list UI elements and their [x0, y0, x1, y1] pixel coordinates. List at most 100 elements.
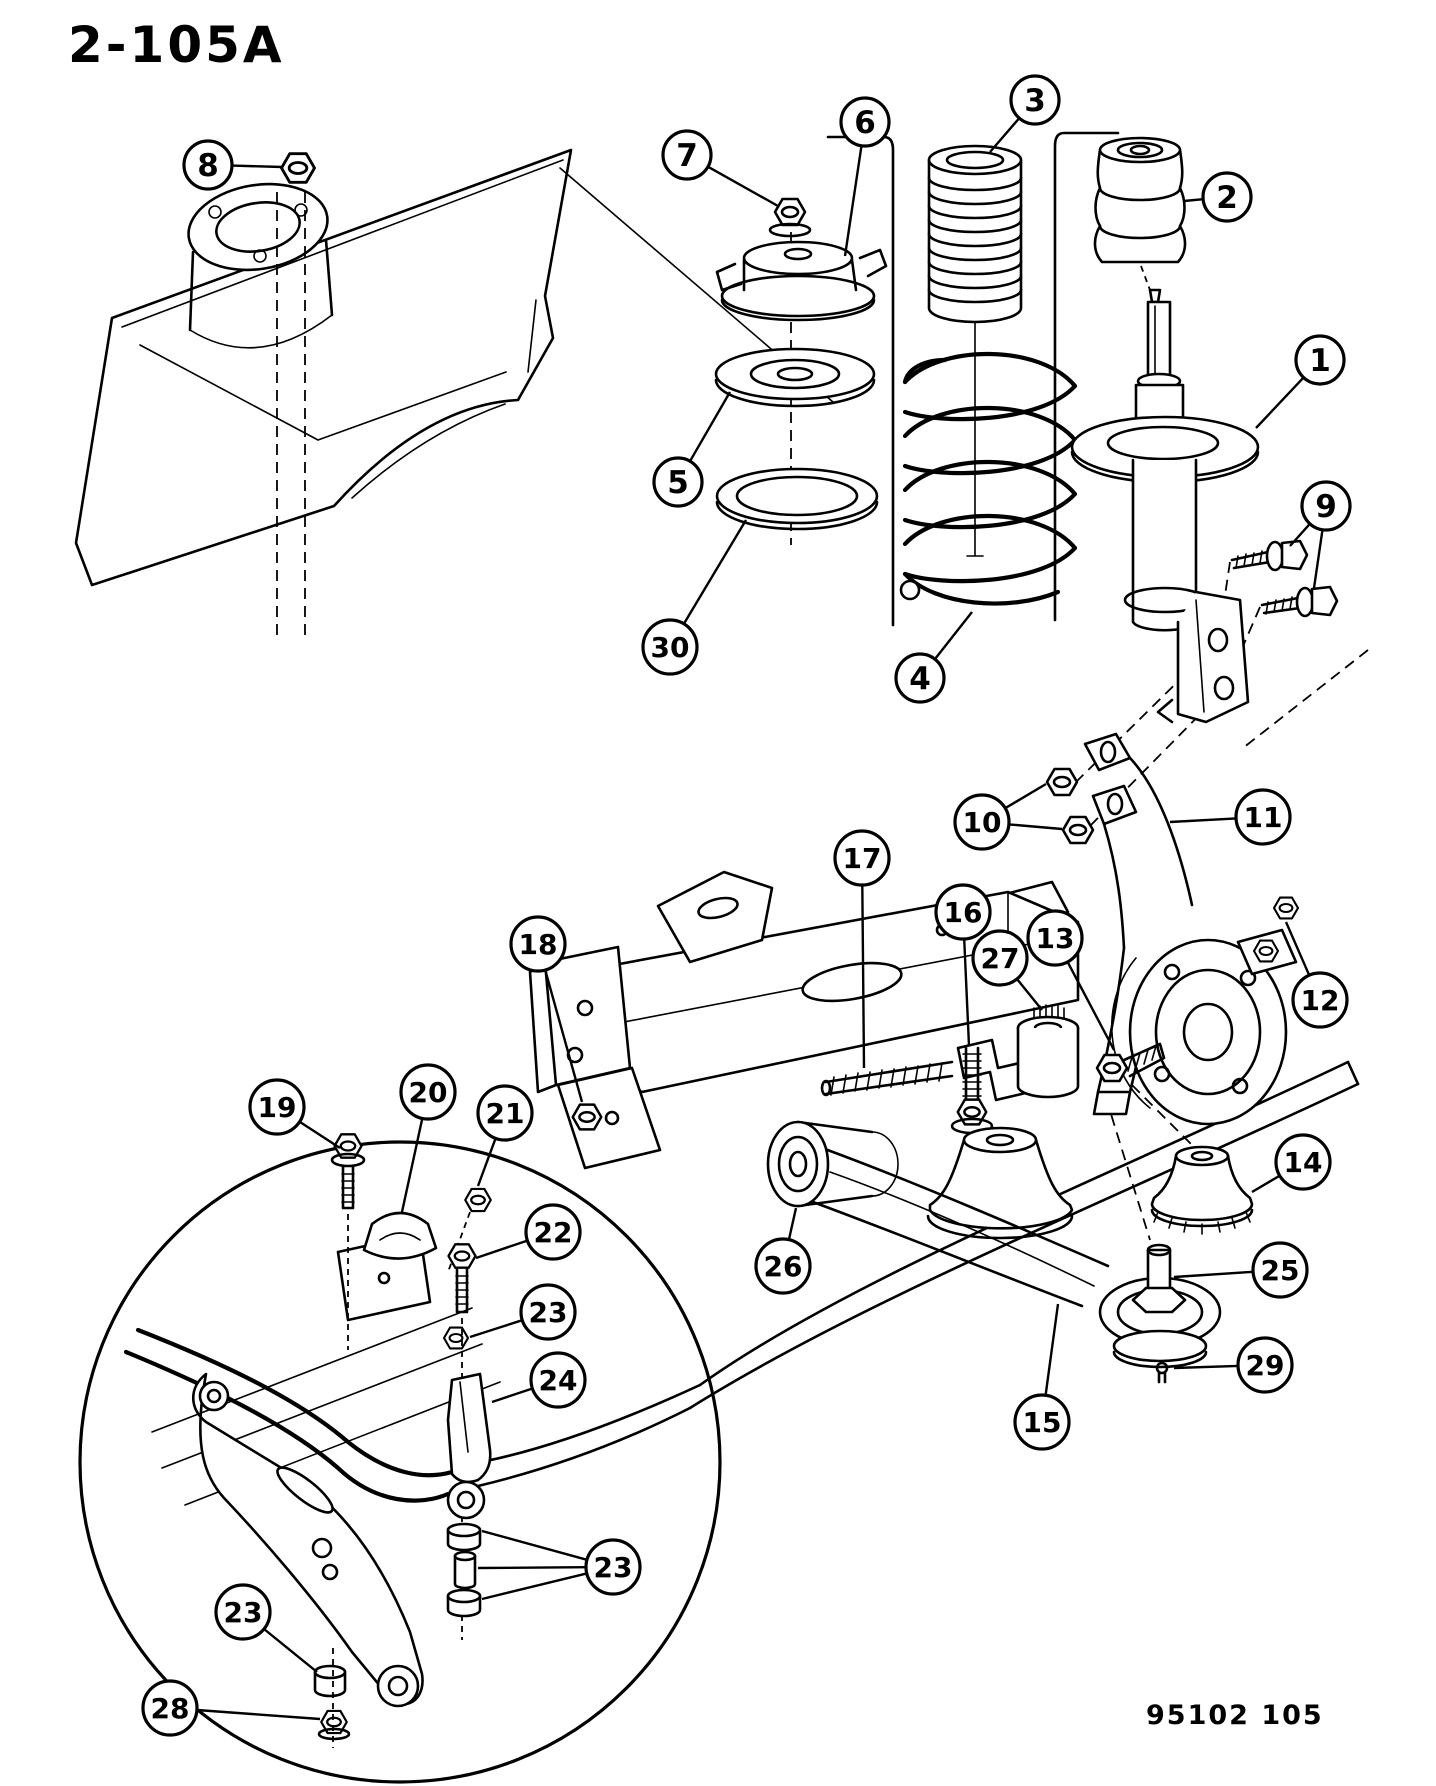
callout-13: 13: [1026, 909, 1116, 1051]
crossmember: [528, 870, 1080, 1240]
callout-circle: [1201, 171, 1253, 223]
callout-7: 7: [661, 129, 779, 208]
callout-circle: [141, 1679, 199, 1737]
callout-leader-line: [787, 1207, 798, 1240]
grease-fitting: [1155, 1361, 1169, 1384]
callout-number: 5: [667, 465, 689, 501]
callout-30: 30: [641, 519, 748, 676]
callout-leader-line: [688, 391, 732, 462]
callout-leader-line: [481, 1572, 588, 1601]
callout-leader-line: [263, 1628, 318, 1673]
callout-15: 15: [1013, 1303, 1071, 1451]
callout-number: 14: [1284, 1146, 1323, 1179]
callout-circle: [399, 1063, 457, 1121]
callout-17: 17: [833, 829, 891, 1069]
callout-number: 10: [963, 806, 1002, 839]
callout-number: 1: [1309, 343, 1331, 379]
link-nut-icon: [442, 1326, 470, 1350]
callout-circle: [476, 1084, 534, 1142]
callout-28: 28: [141, 1679, 321, 1737]
callout-23: 23: [477, 1529, 642, 1601]
callout-leader-line: [469, 1319, 523, 1339]
callout-8: 8: [182, 139, 283, 191]
fender-panel: [74, 148, 573, 587]
callout-4: 4: [894, 611, 973, 704]
callout-3: 3: [989, 74, 1061, 153]
callout-16: 16: [934, 883, 992, 1047]
callout-number: 4: [909, 661, 931, 697]
callout-circle: [584, 1538, 642, 1596]
callout-leader-line: [963, 938, 971, 1047]
callout-leader-line: [491, 1387, 533, 1404]
callout-circle: [524, 1203, 582, 1261]
callout-leader-line: [989, 117, 1021, 153]
callout-leader-line: [1289, 522, 1311, 547]
callout-circle: [971, 929, 1029, 987]
callout-leader-line: [1008, 823, 1063, 831]
callout-circle: [1294, 334, 1346, 386]
stabilizer-link: [446, 1372, 492, 1520]
strut-tower-nut-icon: [280, 152, 316, 184]
callout-circle: [214, 1583, 272, 1641]
callout-leader-line: [843, 145, 863, 257]
callout-number: 23: [529, 1296, 568, 1329]
callout-number: 2: [1216, 180, 1238, 216]
lower-control-arm: [800, 1146, 1222, 1384]
callout-number: 17: [843, 842, 882, 875]
callout-6: 6: [839, 96, 891, 257]
hub-bolt: [1095, 1042, 1166, 1083]
callout-circle: [1236, 1336, 1294, 1394]
callout-20: 20: [399, 1063, 457, 1213]
callout-23: 23: [469, 1283, 577, 1341]
callout-leader-line: [1173, 1270, 1254, 1279]
callout-circle: [934, 883, 992, 941]
callout-circle: [1026, 909, 1084, 967]
callout-leader-line: [475, 1239, 528, 1260]
control-arm-bottom-view: [192, 1372, 424, 1708]
strut-assembly: [1070, 288, 1260, 724]
callout-leader-line: [707, 165, 779, 208]
clamp-nut-icon: [464, 1187, 492, 1213]
diagram-code: 2-105A: [68, 16, 285, 74]
callout-circle: [182, 139, 234, 191]
callout-19: 19: [248, 1078, 341, 1150]
callout-number: 18: [519, 928, 558, 961]
callout-leader-line: [1066, 961, 1116, 1051]
inset-detail: [78, 1133, 722, 1784]
callout-circle: [1251, 1241, 1309, 1299]
callout-number: 29: [1246, 1349, 1285, 1382]
callout-22: 22: [475, 1203, 582, 1261]
callout-number: 21: [486, 1097, 525, 1130]
callout-leader-line: [1312, 529, 1324, 589]
callout-leader-line: [861, 884, 866, 1069]
callout-number: 22: [534, 1216, 573, 1249]
callout-29: 29: [1173, 1336, 1294, 1394]
callout-number: 9: [1315, 489, 1337, 525]
callout-leader-line: [682, 519, 748, 625]
callout-number: 13: [1036, 922, 1075, 955]
dust-boot: [927, 144, 1023, 557]
jounce-bumper: [1093, 136, 1187, 264]
callout-number: 20: [409, 1076, 448, 1109]
callout-2: 2: [1183, 171, 1253, 223]
callout-circle: [1300, 480, 1352, 532]
callout-circle: [1009, 74, 1061, 126]
small-nut-icon: [1272, 896, 1300, 920]
bushing-clamp: [362, 1211, 438, 1260]
callout-leader-line: [231, 164, 283, 169]
callout-leader-line: [476, 1137, 497, 1187]
callout-circle: [833, 829, 891, 887]
callout-circle: [641, 618, 699, 676]
mount-nut-icon: [773, 197, 807, 227]
callout-number: 15: [1023, 1406, 1062, 1439]
callout-number: 24: [539, 1364, 578, 1397]
callout-leader-line: [1255, 376, 1305, 429]
callout-11: 11: [1169, 788, 1292, 846]
callout-24: 24: [491, 1351, 587, 1409]
callout-number: 8: [197, 148, 219, 184]
callout-number: 7: [676, 138, 698, 174]
knuckle-nut-icon: [1061, 815, 1095, 845]
